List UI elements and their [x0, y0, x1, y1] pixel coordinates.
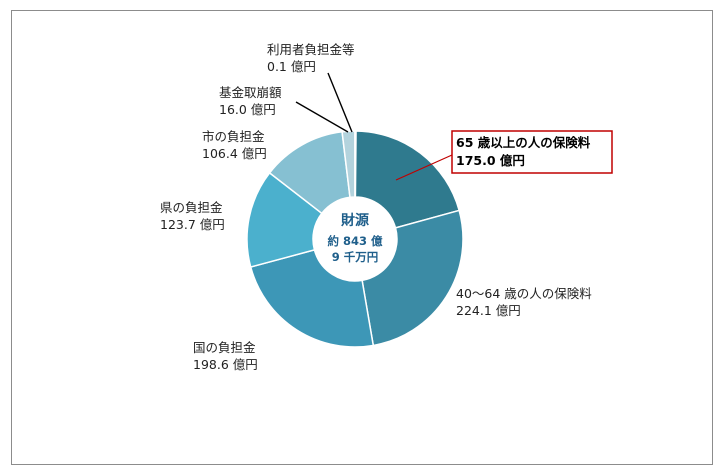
- leader-line-fund: [295, 101, 349, 133]
- center-line-1: 約 843 億: [327, 234, 383, 248]
- center-title: 財源: [340, 212, 369, 229]
- label-name-fund: 基金取崩額: [219, 85, 282, 100]
- label-value-city: 106.4 億円: [202, 146, 267, 161]
- label-value-prefecture: 123.7 億円: [160, 217, 225, 232]
- label-value-fund: 16.0 億円: [219, 102, 276, 117]
- label-name-prefecture: 県の負担金: [160, 200, 223, 215]
- leader-line-65-over: [395, 154, 453, 181]
- label-value-national: 198.6 億円: [193, 357, 258, 372]
- highlight-box-65-over: [451, 130, 613, 174]
- label-value-40-64: 224.1 億円: [456, 303, 521, 318]
- label-value-65-over: 175.0 億円: [456, 153, 525, 168]
- slice-6: [354, 130, 357, 198]
- label-name-user-charges: 利用者負担金等: [267, 42, 355, 57]
- label-value-user-charges: 0.1 億円: [267, 59, 316, 74]
- slice-0: [354, 130, 461, 229]
- label-name-40-64: 40～64 歳の人の保険料: [456, 286, 592, 301]
- slice-1: [361, 209, 464, 347]
- slice-2: [249, 248, 375, 348]
- label-name-national: 国の負担金: [193, 340, 256, 355]
- chart-frame: [11, 10, 713, 465]
- leader-line-user-charges: [327, 72, 353, 133]
- label-name-city: 市の負担金: [202, 129, 265, 144]
- label-name-65-over: 65 歳以上の人の保険料: [456, 135, 591, 150]
- slices-group: [246, 130, 464, 348]
- center-line-2: 9 千万円: [332, 250, 379, 264]
